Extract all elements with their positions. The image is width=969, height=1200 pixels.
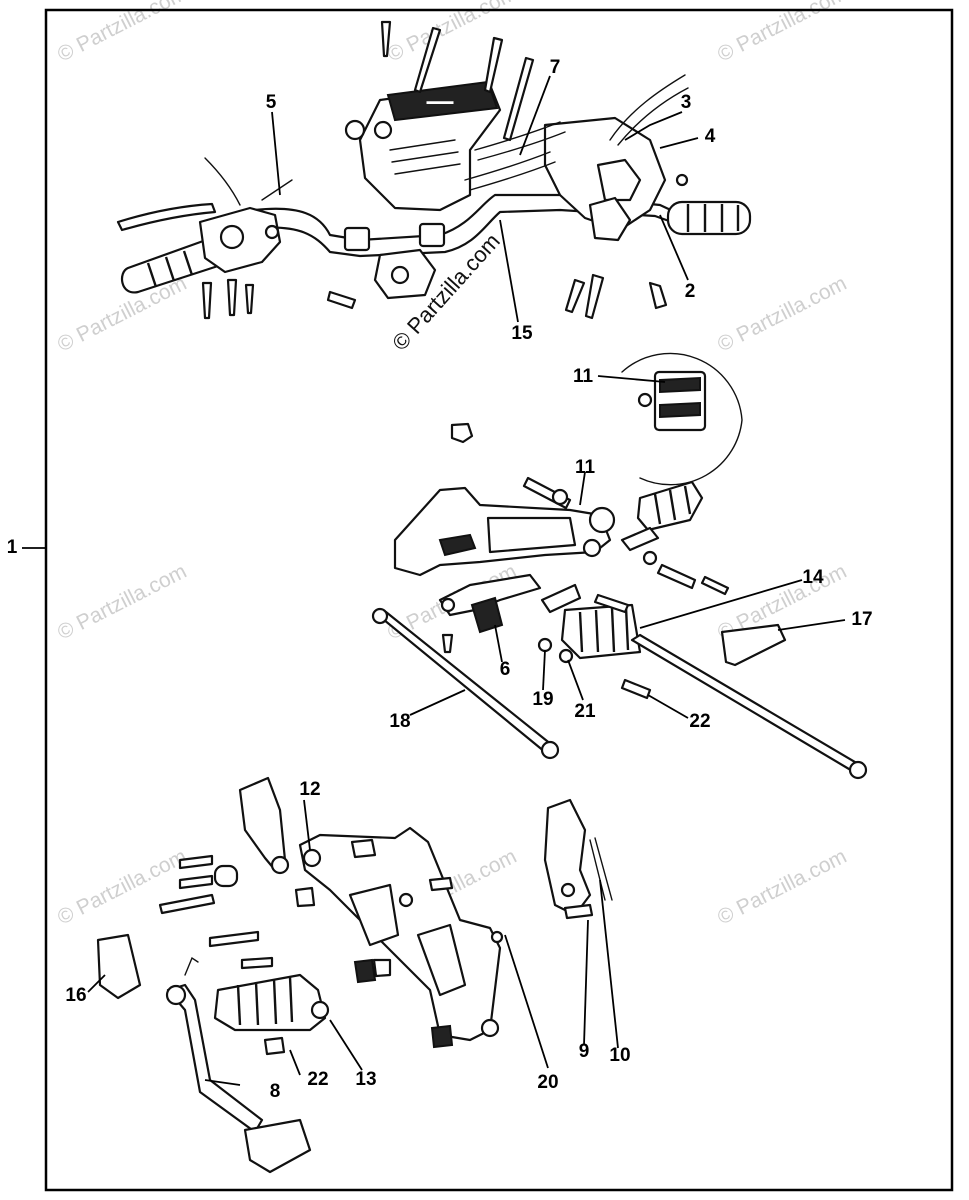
callout-13: 13 <box>355 1069 376 1090</box>
callout-22: 22 <box>689 711 710 732</box>
leader-lines <box>22 75 846 1086</box>
callout-9: 9 <box>579 1041 590 1062</box>
callout-22-lower: 22 <box>307 1069 328 1090</box>
handlebar-assembly: ▬▬▬ <box>116 20 752 320</box>
callout-10: 10 <box>609 1045 630 1066</box>
callout-5: 5 <box>266 92 277 113</box>
heel-guard-left <box>96 933 142 1000</box>
callout-4: 4 <box>705 126 716 147</box>
callout-19: 19 <box>532 689 553 710</box>
watermark: © Partzilla.com <box>714 845 851 930</box>
passenger-peg <box>636 480 704 532</box>
callout-20: 20 <box>537 1072 558 1093</box>
callout-18: 18 <box>389 711 410 732</box>
callout-11-detail: 11 <box>573 366 594 387</box>
callout-8: 8 <box>270 1081 281 1102</box>
diagram-frame <box>44 8 954 1192</box>
brake-pedal-pad <box>243 1118 312 1174</box>
clutch-lever <box>116 202 217 232</box>
callout-1: 1 <box>7 537 18 558</box>
watermark: © Partzilla.com <box>54 845 191 930</box>
heel-guard-right <box>720 623 787 667</box>
callout-3: 3 <box>681 92 692 113</box>
brake-pedal <box>166 983 264 1134</box>
screw <box>502 56 535 142</box>
callout-12: 12 <box>299 779 320 800</box>
callout-15: 15 <box>511 323 533 344</box>
shift-peg <box>470 596 504 634</box>
screw <box>413 26 442 94</box>
watermark: © Partzilla.com <box>54 560 191 645</box>
callout-11: 11 <box>575 457 596 478</box>
svg-text:▬▬▬: ▬▬▬ <box>427 96 454 106</box>
master-cylinder-cap <box>386 80 499 122</box>
stop-switch-bracket <box>543 798 592 917</box>
left-footrest-bracket <box>298 826 502 1042</box>
callout-16: 16 <box>65 985 86 1006</box>
screw <box>380 20 392 58</box>
callout-21: 21 <box>574 701 596 722</box>
screw <box>483 36 504 94</box>
callout-2: 2 <box>685 281 696 302</box>
callout-14: 14 <box>802 567 824 588</box>
callout-7: 7 <box>550 57 561 78</box>
callout-17: 17 <box>851 609 872 630</box>
shift-lever <box>438 573 542 617</box>
left-footpeg <box>213 973 327 1032</box>
footrest-bracket-assembly <box>371 352 868 780</box>
callout-6: 6 <box>500 659 511 680</box>
callout-labels: 1 2 3 4 5 6 7 8 9 10 11 11 12 13 14 15 1… <box>7 57 873 1102</box>
brake-pedal-assembly <box>96 776 613 1174</box>
watermark: © Partzilla.com <box>714 272 851 357</box>
